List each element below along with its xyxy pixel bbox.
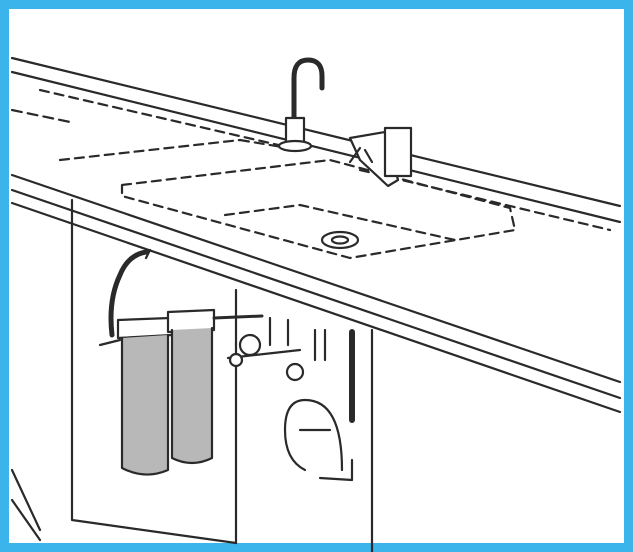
faucet-icon	[277, 57, 325, 153]
supply-hose	[108, 248, 152, 338]
filter-faucet-icon	[348, 126, 413, 188]
filter-cartridge-icon	[98, 308, 216, 476]
sink-drain-icon	[320, 230, 360, 250]
cabinet	[10, 198, 374, 552]
sink-basin	[120, 158, 517, 260]
valve-assembly	[212, 314, 327, 382]
p-trap-icon	[283, 329, 355, 482]
countertop	[10, 56, 622, 414]
